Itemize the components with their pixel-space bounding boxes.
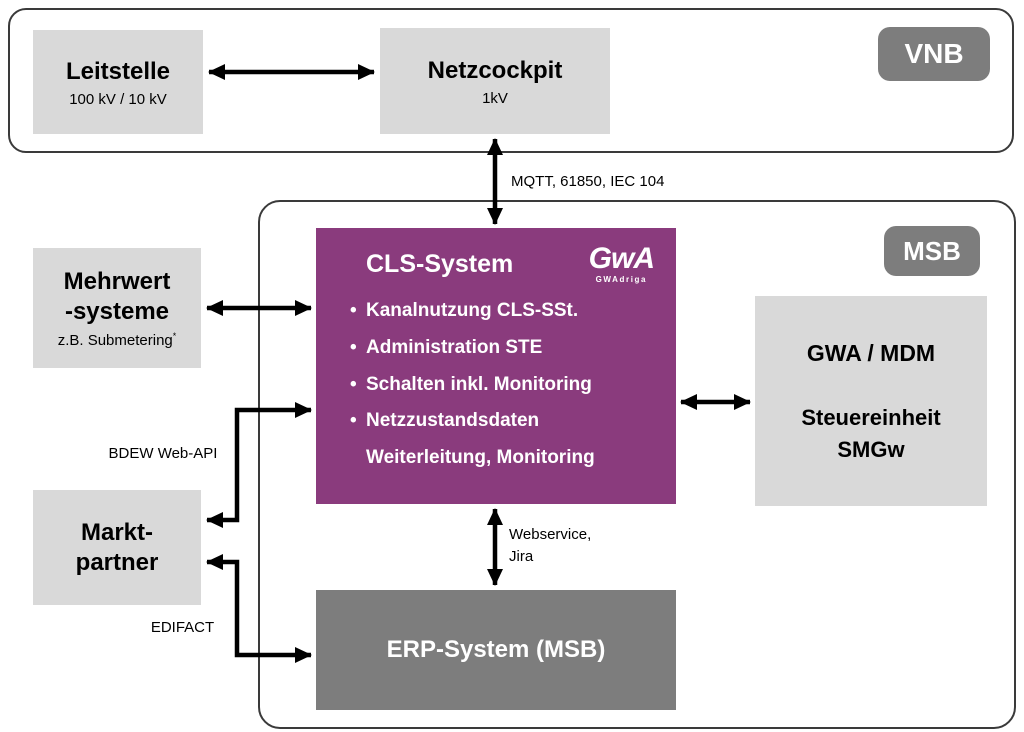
msb-badge: MSB [884, 226, 980, 276]
cls-feature-text: Administration STE [366, 336, 543, 358]
leitstelle-title: Leitstelle [65, 57, 171, 85]
protocol-label-mqtt: MQTT, 61850, IEC 104 [511, 173, 665, 190]
list-item: • Administration STE [350, 337, 658, 360]
cls-feature-list: • Kanalnutzung CLS-SSt. • Administration… [350, 300, 658, 470]
mehrwert-subtitle: z.B. Submetering* [57, 331, 177, 349]
webservice-label-line2: Jira [509, 548, 534, 565]
mehrwert-title-line2: -systeme [64, 298, 170, 325]
cls-feature-text: Kanalnutzung CLS-SSt. [366, 300, 579, 321]
bullet-icon: • [350, 373, 357, 395]
vnb-zone [8, 8, 1014, 153]
list-item: • Schalten inkl. Monitoring [350, 374, 658, 397]
cls-feature-text: Weiterleitung, Monitoring [366, 447, 595, 469]
smgw-label: SMGw [837, 436, 905, 462]
leitstelle-box: Leitstelle 100 kV / 10 kV [33, 30, 203, 134]
list-item: • Kanalnutzung CLS-SSt. [350, 300, 658, 323]
gwadriga-logo-mark: GwA [588, 242, 655, 275]
steuereinheit-label: Steuereinheit [801, 404, 941, 430]
gwa-mdm-title: GWA / MDM [806, 339, 936, 366]
cls-feature-text: Netzzustandsdaten [366, 410, 540, 432]
mehrwertsysteme-box: Mehrwert -systeme z.B. Submetering* [33, 248, 201, 368]
protocol-label-webservice: Webservice, Jira [509, 524, 591, 568]
cls-title: CLS-System [366, 250, 514, 278]
netzcockpit-title: Netzcockpit [427, 56, 563, 84]
netzcockpit-box: Netzcockpit 1kV [380, 28, 610, 134]
protocol-label-bdew: BDEW Web-API [108, 445, 218, 462]
webservice-label-line1: Webservice, [509, 526, 592, 543]
gwa-mdm-box: GWA / MDM Steuereinheit SMGw [755, 296, 987, 506]
protocol-label-edifact: EDIFACT [150, 619, 215, 636]
gwadriga-logo: GwA GWAdriga [588, 242, 655, 284]
marktpartner-title-line1: Markt- [80, 518, 153, 546]
footnote-asterisk: * [172, 331, 177, 341]
bullet-icon: • [350, 300, 357, 321]
gwadriga-logo-wordmark: GWAdriga [595, 275, 648, 284]
mehrwert-title-line1: Mehrwert [63, 268, 171, 295]
netzcockpit-subtitle: 1kV [482, 89, 508, 107]
cls-system-box: CLS-System GwA GWAdriga • Kanalnutzung C… [316, 228, 676, 504]
list-item-continuation: Weiterleitung, Monitoring [350, 447, 658, 470]
leitstelle-subtitle: 100 kV / 10 kV [69, 90, 167, 108]
list-item: • Netzzustandsdaten [350, 410, 658, 433]
cls-feature-text: Schalten inkl. Monitoring [366, 373, 592, 395]
erp-title: ERP-System (MSB) [386, 636, 606, 663]
vnb-badge: VNB [878, 27, 990, 81]
bullet-icon: • [350, 410, 357, 432]
erp-system-box: ERP-System (MSB) [316, 590, 676, 710]
marktpartner-box: Markt- partner [33, 490, 201, 605]
marktpartner-title-line2: partner [75, 548, 159, 576]
cls-header: CLS-System GwA GWAdriga [350, 244, 658, 284]
bullet-icon: • [350, 336, 357, 358]
